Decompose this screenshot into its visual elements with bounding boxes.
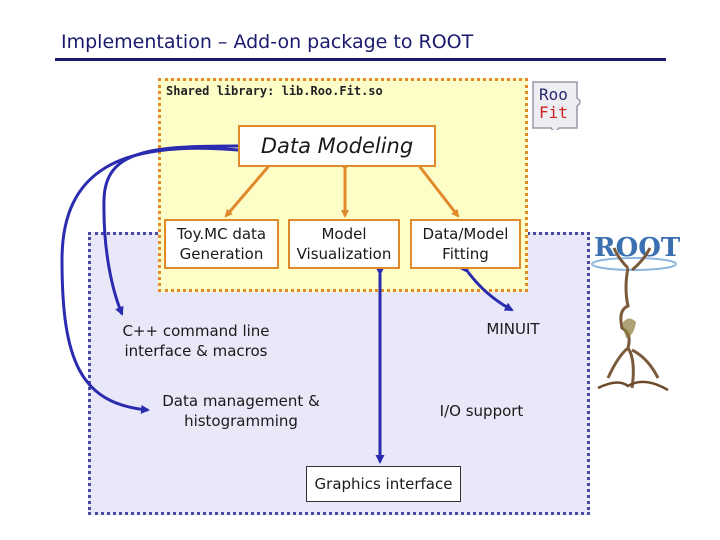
node-toymc-generation: Toy.MC data Generation bbox=[164, 219, 279, 269]
arrow-modeling-toymc bbox=[224, 159, 275, 218]
node-cpp-interface: C++ command line interface & macros bbox=[122, 322, 270, 360]
root-logo-figure bbox=[606, 247, 660, 389]
slide-title: Implementation – Add-on package to ROOT bbox=[61, 31, 474, 53]
shared-library-label: Shared library: lib.Roo.Fit.so bbox=[166, 84, 383, 98]
node-minuit: MINUIT bbox=[486, 320, 540, 338]
title-underline bbox=[55, 58, 666, 61]
node-data-model-fitting: Data/Model Fitting bbox=[410, 219, 521, 269]
node-data-modeling: Data Modeling bbox=[238, 125, 436, 167]
node-data-management: Data management & histogramming bbox=[162, 392, 320, 430]
node-model-visualization: Model Visualization bbox=[288, 219, 400, 269]
root-logo-roots bbox=[597, 380, 669, 392]
node-graphics-interface: Graphics interface bbox=[306, 466, 461, 502]
node-io-support: I/O support bbox=[439, 402, 524, 420]
arrow-modeling-datamgmt bbox=[60, 146, 246, 414]
roofit-logo-roo: Roo bbox=[539, 85, 568, 104]
roofit-logo-fit: Fit bbox=[539, 103, 568, 122]
roofit-logo bbox=[532, 81, 581, 130]
arrow-fitting-minuit bbox=[460, 263, 514, 312]
arrow-modeling-fitting bbox=[413, 159, 460, 218]
root-logo: ROOT bbox=[591, 233, 681, 392]
root-logo-foliage bbox=[622, 318, 636, 338]
